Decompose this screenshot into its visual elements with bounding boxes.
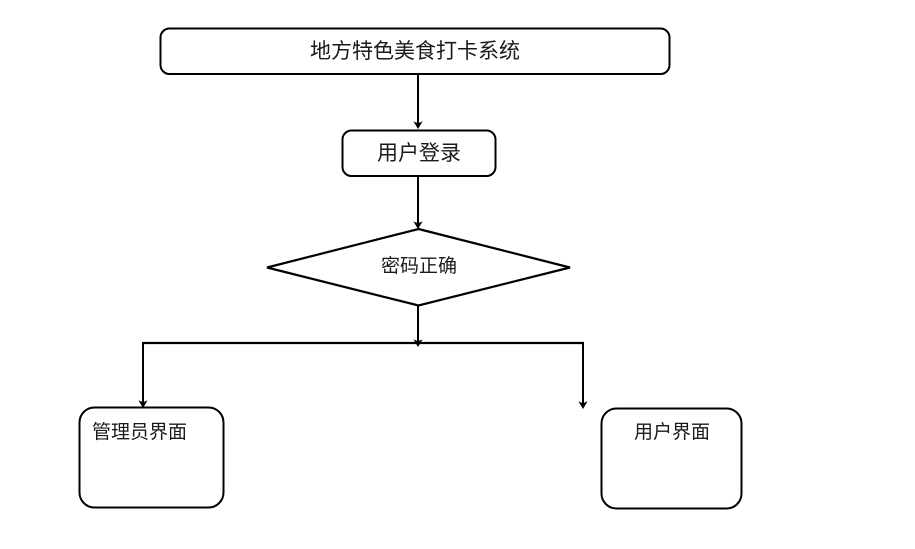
node-user-login[interactable]	[341, 129, 497, 177]
node-user-interface[interactable]	[600, 407, 743, 510]
node-password-correct[interactable]	[266, 227, 571, 307]
node-admin-interface[interactable]	[78, 406, 225, 509]
node-system-title[interactable]	[159, 27, 671, 75]
